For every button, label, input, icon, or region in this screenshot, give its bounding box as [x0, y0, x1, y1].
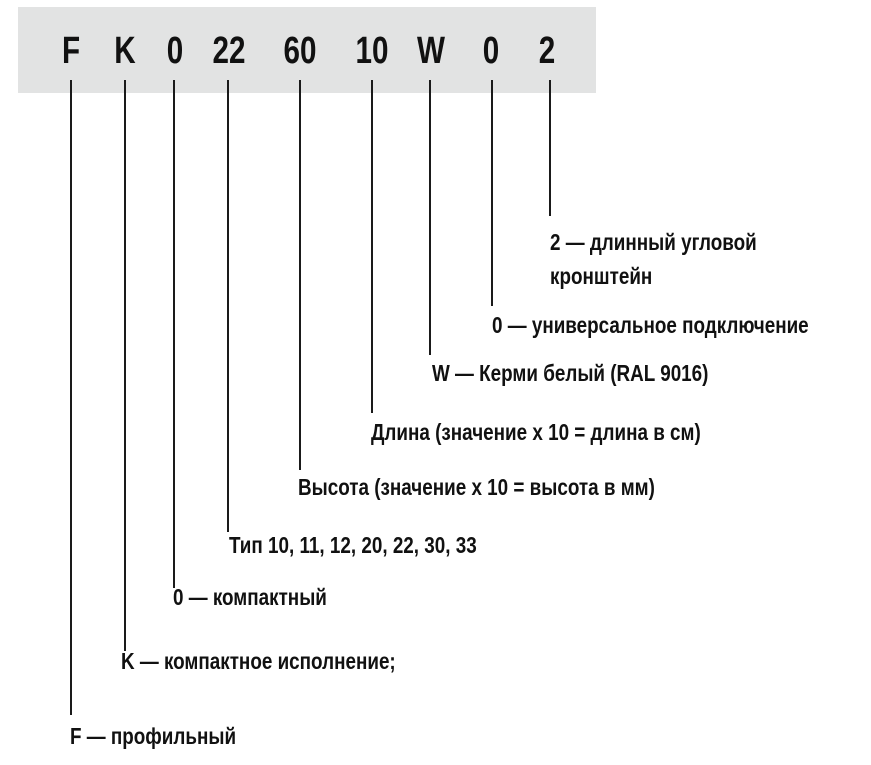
code-segment-bracket: 2 — [538, 30, 556, 72]
label-type: Тип 10, 11, 12, 20, 22, 30, 33 — [229, 532, 477, 558]
product-code-box — [18, 7, 596, 93]
code-segment-connection: 0 — [482, 30, 500, 72]
leader-line-type — [227, 80, 229, 532]
label-bracket-line1: 2 — длинный угловой — [550, 229, 757, 255]
code-segment-series: F — [61, 30, 81, 72]
label-color: W — Керми белый (RAL 9016) — [432, 360, 709, 386]
leader-line-color — [429, 80, 431, 355]
code-segment-height: 60 — [283, 30, 317, 72]
label-height: Высота (значение x 10 = высота в мм) — [298, 474, 655, 500]
leader-line-length — [371, 80, 373, 413]
code-segment-design: K — [114, 30, 136, 72]
label-design: K — компактное исполнение; — [121, 648, 396, 674]
label-length: Длина (значение x 10 = длина в см) — [371, 419, 701, 445]
leader-line-series — [70, 80, 72, 715]
label-bracket-line2: кронштейн — [550, 263, 653, 289]
leader-line-version — [173, 80, 175, 588]
label-connection: 0 — универсальное подключение — [492, 312, 809, 338]
leader-line-design — [124, 80, 126, 651]
code-segment-version: 0 — [166, 30, 184, 72]
leader-line-height — [299, 80, 301, 470]
code-segment-length: 10 — [355, 30, 389, 72]
label-series: F — профильный — [70, 723, 237, 749]
leader-line-bracket — [549, 80, 551, 216]
code-segment-color: W — [417, 30, 445, 72]
label-version: 0 — компактный — [173, 584, 327, 610]
leader-line-connection — [491, 80, 493, 306]
code-segment-type: 22 — [212, 30, 246, 72]
